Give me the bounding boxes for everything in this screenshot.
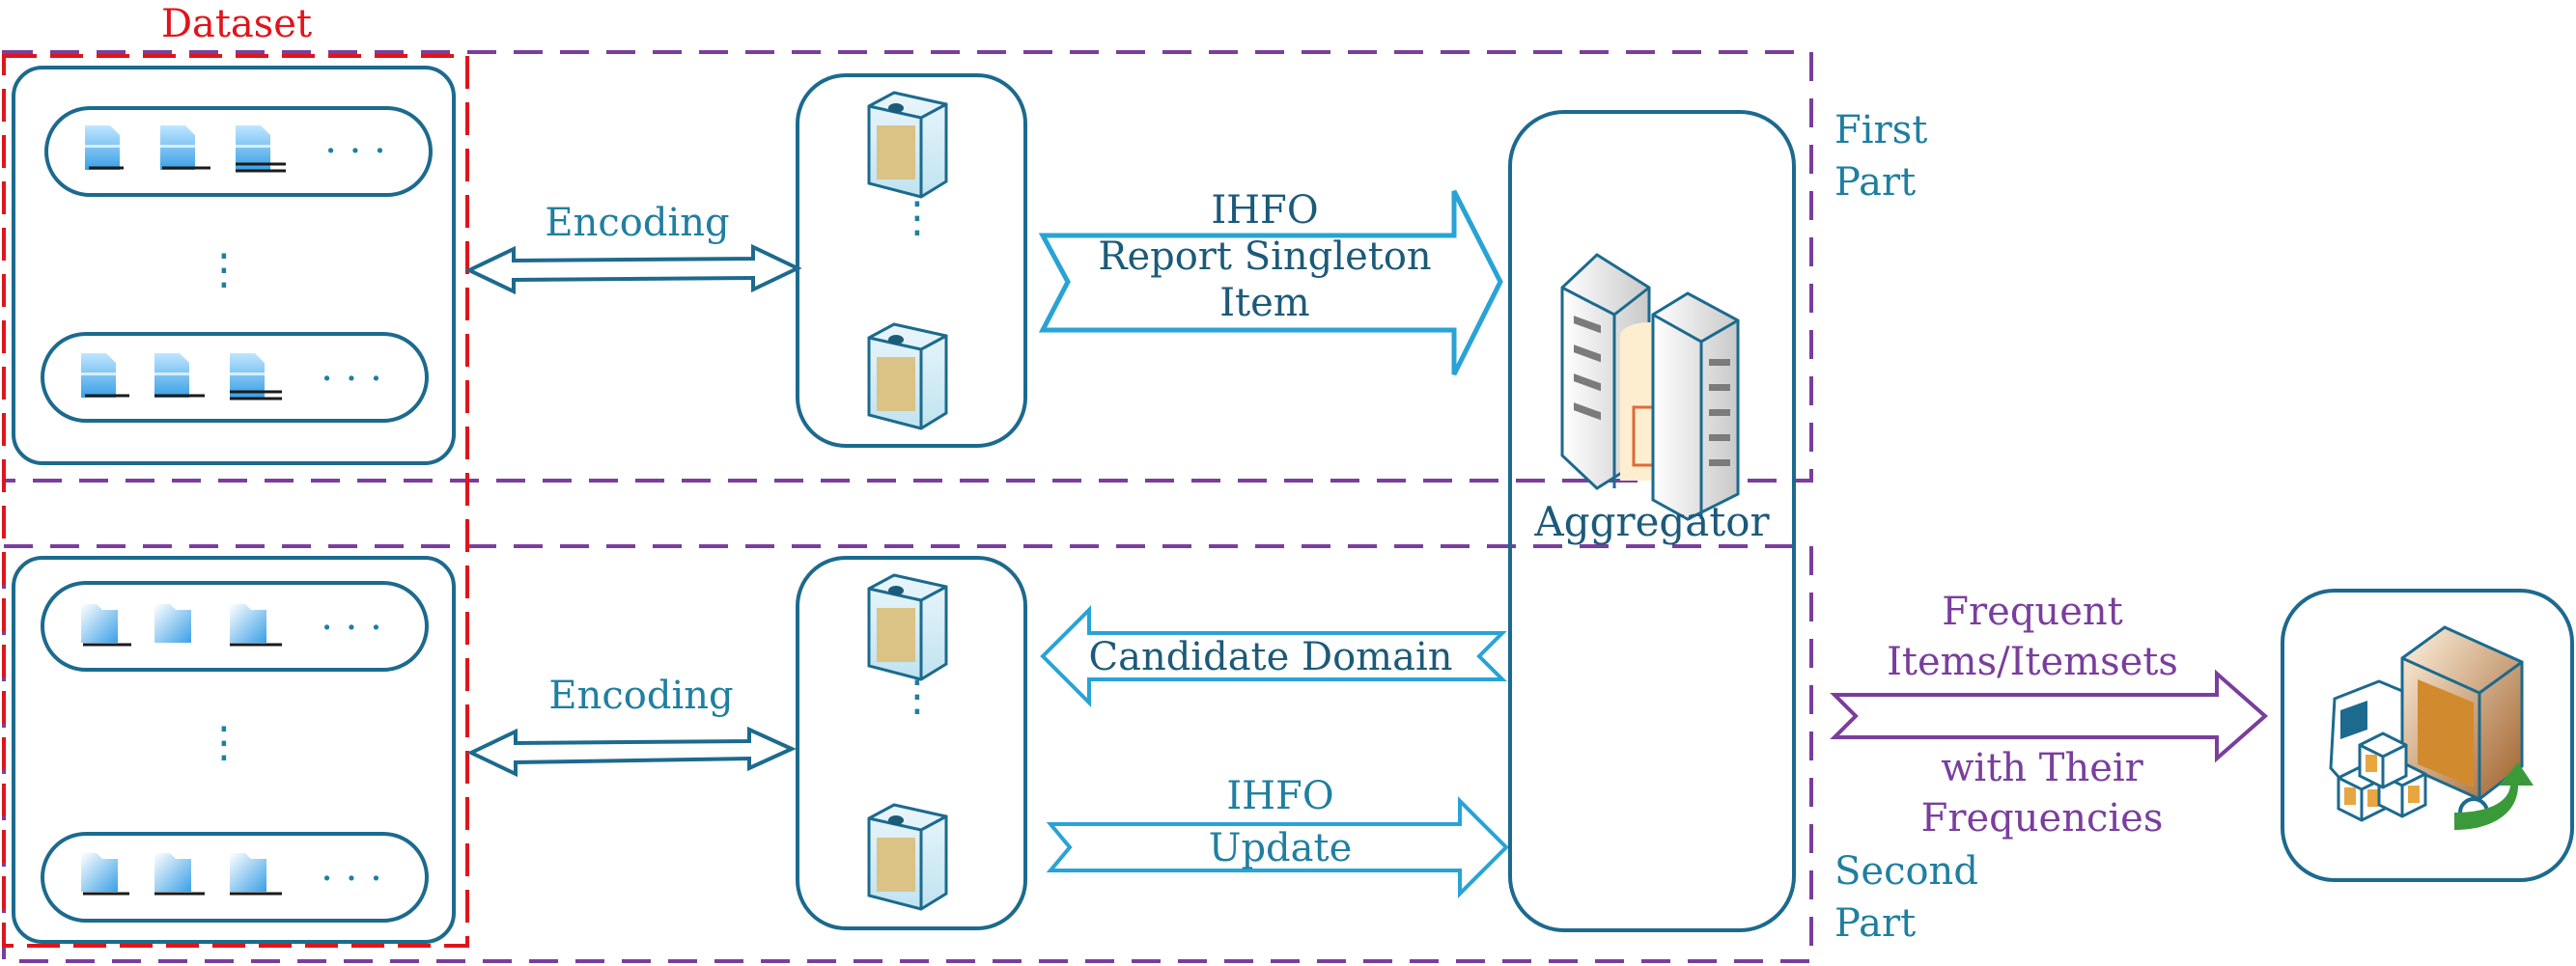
update-line-2: Update (1208, 826, 1353, 870)
folder-icon (81, 604, 131, 647)
document-icon (160, 125, 210, 170)
first-part-line-2: Part (1834, 160, 1917, 205)
update-arrow (1046, 796, 1509, 898)
document-icon (81, 353, 129, 398)
vertical-dots: ⋮ (896, 193, 938, 242)
first-part-line-1: First (1834, 108, 1928, 152)
output-top-line-2: Items/Itemsets (1887, 640, 2178, 684)
report-arrow (1038, 189, 1503, 376)
folder-icon (154, 853, 205, 896)
output-arrow-label-top: Frequent Items/Itemsets (1834, 587, 2230, 687)
encoding-label-top: Encoding (545, 201, 730, 245)
ellipsis: · · · (321, 357, 382, 401)
candidate-arrow (1040, 605, 1507, 707)
user-group-top (796, 73, 1027, 448)
document-icon (154, 353, 205, 398)
document-icon (236, 125, 286, 173)
output-top-line-1: Frequent (1942, 590, 2123, 634)
ellipsis: · · · (321, 857, 382, 901)
document-icon (230, 353, 282, 400)
dataset-region (2, 54, 469, 948)
encoding-arrow-bottom (466, 726, 797, 778)
vertical-dots: ⋮ (203, 718, 245, 767)
report-line-1: IHFO (1211, 188, 1319, 233)
folder-icon (230, 853, 282, 896)
encoding-label-bottom: Encoding (548, 674, 734, 718)
ellipsis: · · · (324, 129, 386, 174)
delivery-truck-icon (2329, 625, 2534, 830)
record-pill (44, 106, 433, 197)
record-pill (41, 581, 429, 672)
output-arrow-label-bottom: with Their Frequencies (1844, 743, 2240, 843)
box-icon (867, 322, 948, 430)
output-bottom-line-2: Frequencies (1920, 796, 2164, 841)
aggregator-label: Aggregator (1534, 498, 1770, 545)
report-line-2: Report Singleton (1098, 235, 1432, 279)
aggregator-box (1508, 110, 1796, 932)
ellipsis: · · · (321, 606, 382, 650)
dataset-box-bottom (12, 556, 456, 944)
first-part-label: First Part (1834, 106, 1927, 207)
update-line-1: IHFO (1226, 774, 1334, 818)
box-icon (867, 803, 948, 911)
folder-icon (81, 853, 129, 896)
first-part-region (2, 50, 1813, 483)
record-pill (41, 832, 429, 923)
buildings-icon (1560, 253, 1740, 521)
report-line-3: Item (1219, 281, 1310, 325)
dataset-box-top (12, 66, 456, 465)
record-pill (41, 332, 429, 423)
box-icon (867, 573, 948, 681)
folder-icon (154, 604, 191, 643)
vertical-dots: ⋮ (896, 672, 938, 721)
document-icon (85, 125, 124, 170)
folder-icon (230, 604, 282, 647)
output-bottom-line-1: with Their (1941, 746, 2143, 790)
output-box (2281, 589, 2574, 882)
second-part-line-1: Second (1834, 849, 1978, 894)
candidate-arrow-label: Candidate Domain (1088, 635, 1453, 679)
output-arrow (1830, 669, 2269, 763)
user-group-bottom (796, 556, 1027, 930)
box-icon (867, 91, 948, 199)
report-arrow-label: IHFO Report Singleton Item (1072, 187, 1458, 326)
encoding-arrow-top (464, 243, 802, 295)
dataset-label: Dataset (160, 2, 313, 46)
second-part-line-2: Part (1834, 901, 1917, 946)
update-arrow-label: IHFO Update (1087, 770, 1473, 874)
second-part-label: Second Part (1834, 847, 1978, 948)
vertical-dots: ⋮ (203, 245, 245, 294)
